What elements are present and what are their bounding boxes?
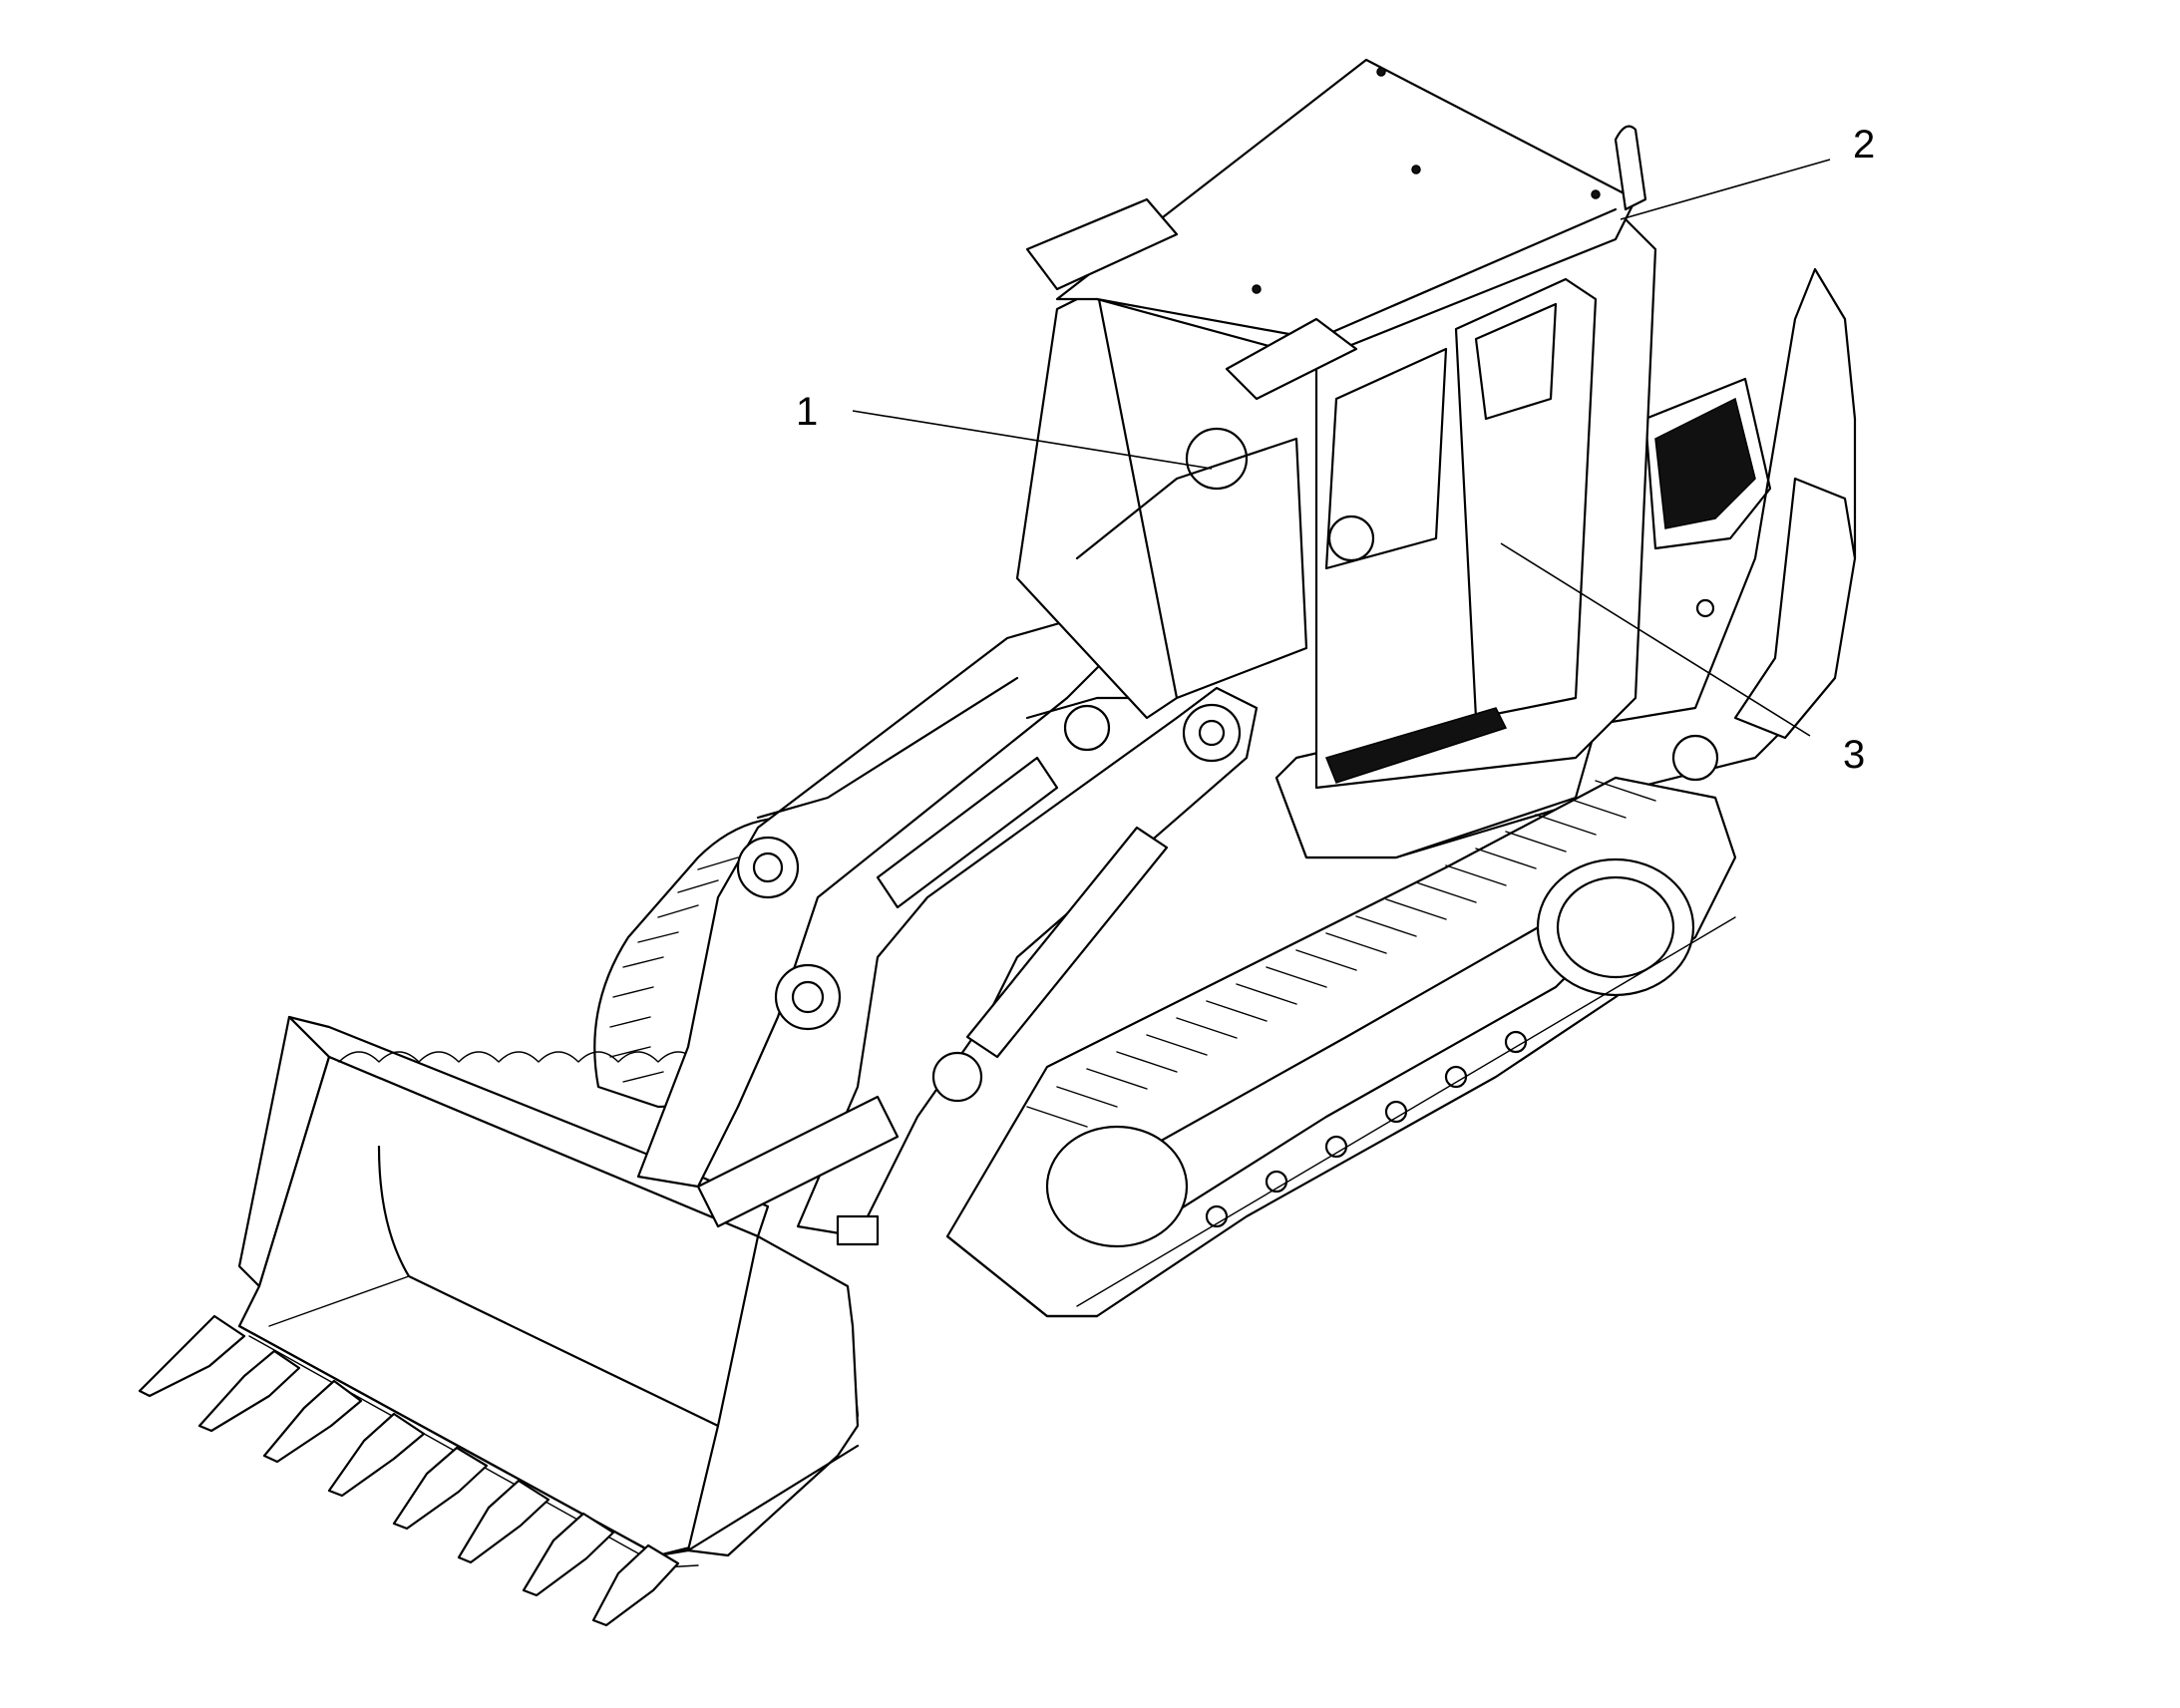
machine-body <box>1274 267 1857 859</box>
operator-cab <box>1015 58 1657 859</box>
leader-line-1 <box>852 410 1213 470</box>
callout-2: 2 <box>1853 123 1875 167</box>
near-track <box>945 776 1737 1318</box>
leader-line-3 <box>1500 542 1811 737</box>
callout-3: 3 <box>1843 733 1865 777</box>
callout-1: 1 <box>796 390 818 434</box>
lift-arms <box>636 616 1259 1246</box>
loader-bucket <box>138 1015 860 1627</box>
leader-line-2 <box>1620 159 1831 220</box>
callout-leaders <box>852 159 1831 737</box>
